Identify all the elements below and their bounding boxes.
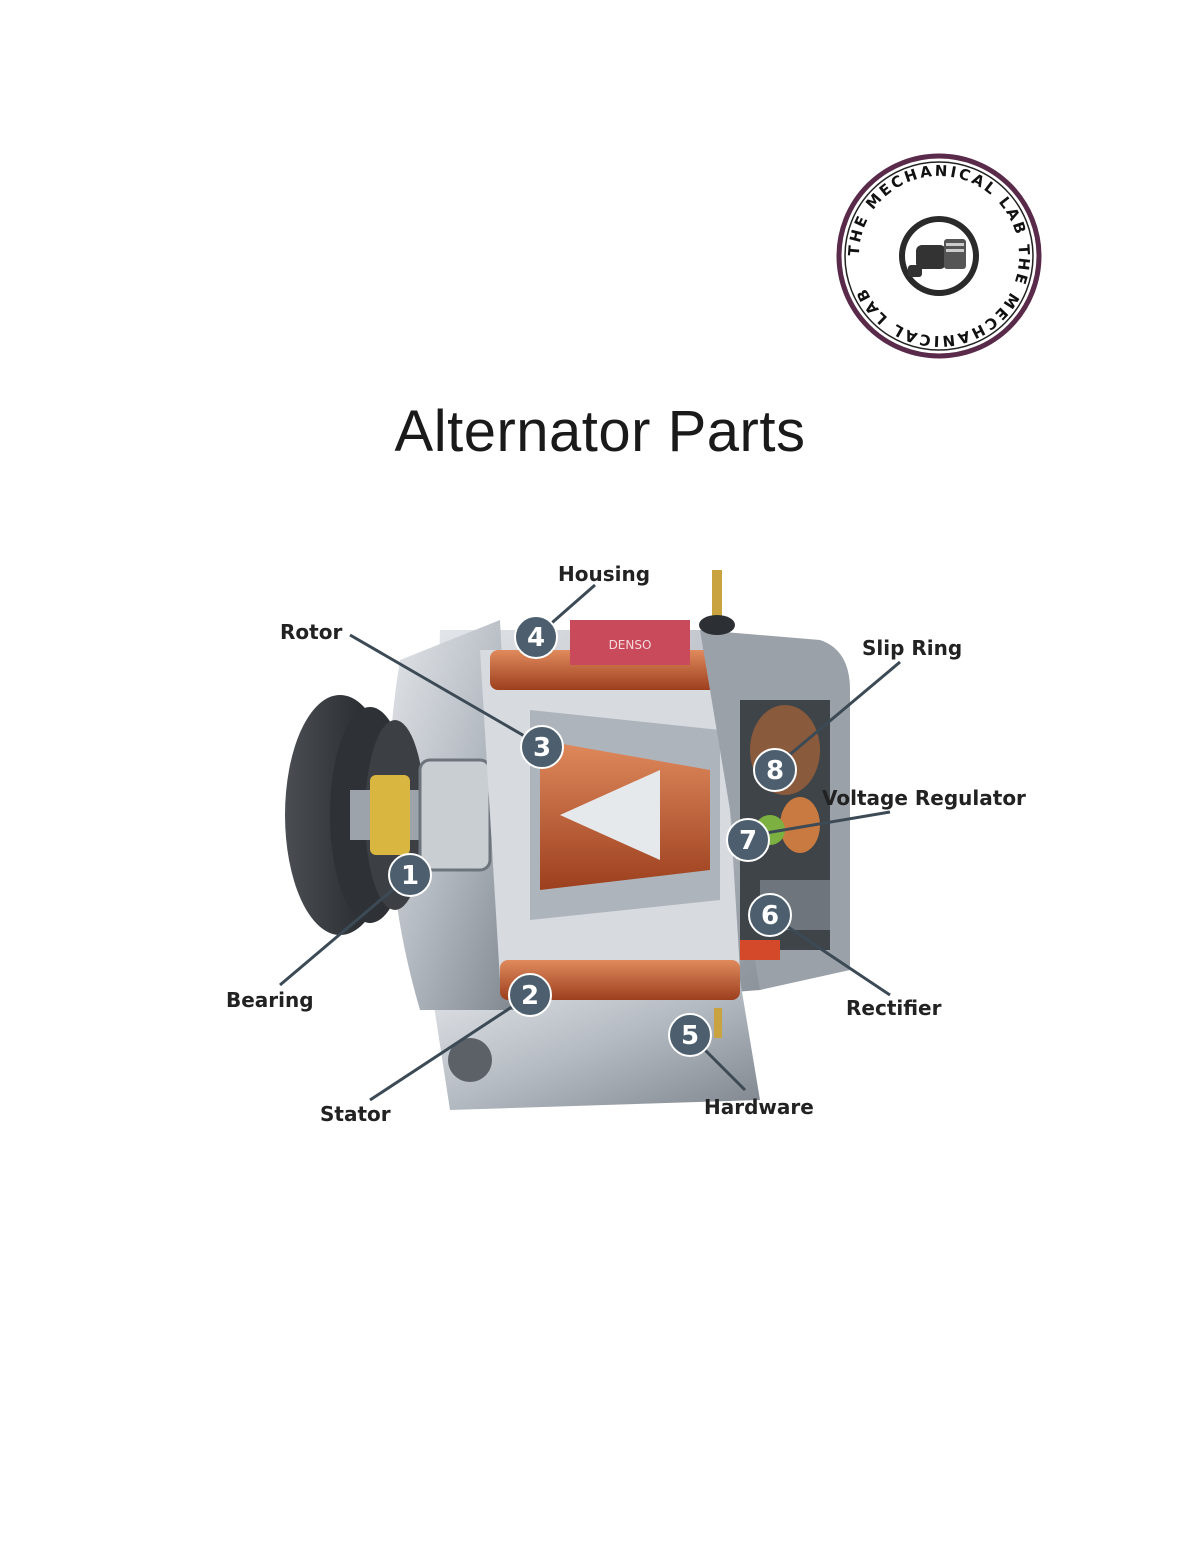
brand-plate [570, 620, 690, 665]
callout-badge-8: 8 [753, 748, 797, 792]
svg-text:7: 7 [739, 826, 757, 856]
svg-text:2: 2 [521, 981, 539, 1011]
label-rectifier: Rectifier [846, 996, 942, 1020]
alternator-diagram: DENSO 1 2 3 4 [279, 570, 901, 1110]
rotor-claw [560, 770, 660, 860]
bearing [418, 758, 492, 872]
label-slip-ring: Slip Ring [862, 636, 963, 660]
label-voltage-regulator: Voltage Regulator [822, 786, 1026, 810]
callout-badge-2: 2 [508, 973, 552, 1017]
voltage-regulator [780, 797, 820, 853]
shaft-nut [370, 775, 410, 855]
hardware-screw [714, 1008, 722, 1038]
svg-text:6: 6 [761, 901, 779, 931]
svg-text:5: 5 [681, 1021, 699, 1051]
callout-badge-5: 5 [668, 1013, 712, 1057]
callout-badge-1: 1 [388, 853, 432, 897]
callout-badge-4: 4 [514, 615, 558, 659]
label-stator: Stator [320, 1102, 391, 1126]
label-rotor: Rotor [280, 620, 343, 644]
label-bearing: Bearing [226, 988, 314, 1012]
mounting-bracket [430, 980, 760, 1110]
svg-text:1: 1 [401, 861, 419, 891]
brand-plate-text: DENSO [609, 638, 652, 652]
svg-text:3: 3 [533, 733, 551, 763]
callout-badge-3: 3 [520, 725, 564, 769]
stator-winding-bottom [500, 960, 740, 1000]
mount-hole [448, 1038, 492, 1082]
terminal-stud [712, 570, 722, 630]
mechanical-lab-logo: THE MECHANICAL LAB THE MECHANICAL LAB [836, 153, 1042, 359]
page-title: Alternator Parts [394, 399, 806, 464]
callout-badge-7: 7 [726, 818, 770, 862]
fist-piston-icon [908, 239, 966, 277]
label-hardware: Hardware [704, 1095, 814, 1119]
callout-badge-6: 6 [748, 893, 792, 937]
svg-text:4: 4 [527, 623, 545, 653]
svg-text:8: 8 [766, 756, 784, 786]
label-housing: Housing [558, 562, 651, 586]
